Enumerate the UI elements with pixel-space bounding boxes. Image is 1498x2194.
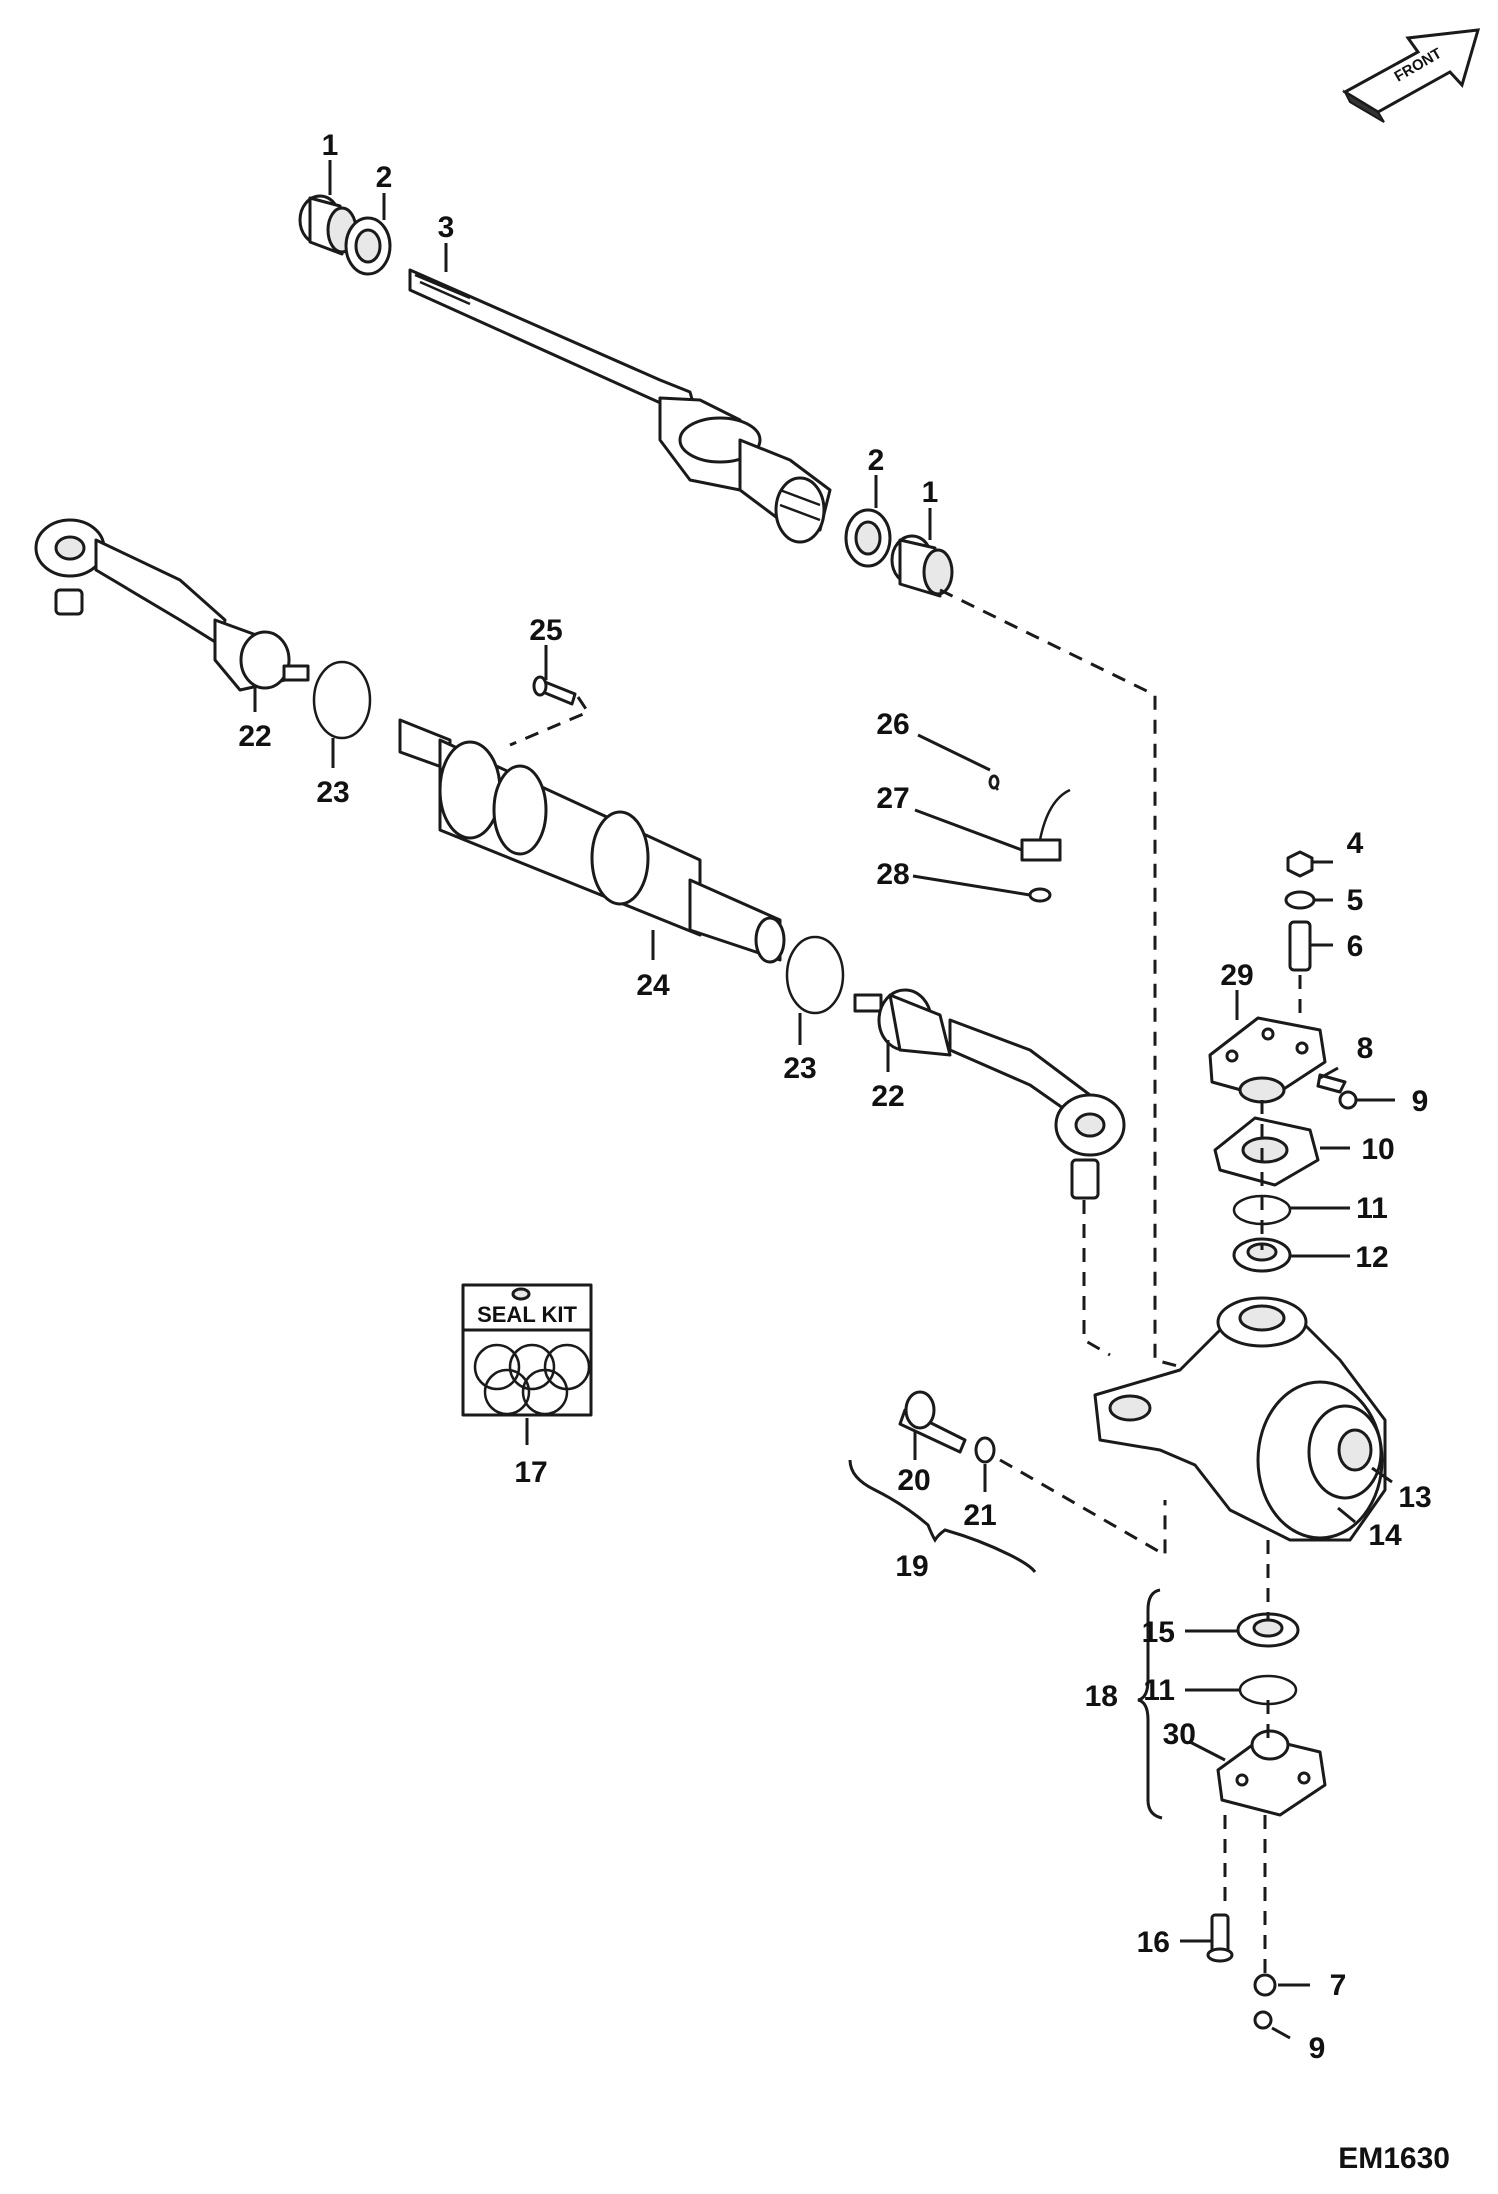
callout-12: 12 (1355, 1241, 1388, 1274)
callout-9a: 9 (1412, 1085, 1429, 1118)
part-29-upper-cap (1208, 1016, 1327, 1104)
callout-16: 16 (1137, 1926, 1170, 1959)
grease-fitting-group (988, 774, 1071, 903)
part-2-seal-lower (844, 508, 892, 568)
callout-1b: 1 (922, 476, 939, 509)
part-30-lower-cap (1216, 1729, 1327, 1817)
seal-kit-rings (473, 1343, 591, 1416)
callout-13: 13 (1398, 1481, 1431, 1514)
callout-1a: 1 (322, 129, 339, 162)
tie-rod-end-right (948, 1018, 1126, 1200)
part-8-fitting (1316, 1073, 1347, 1094)
part-6-stud (1288, 920, 1312, 972)
part-3-axle-shaft (408, 268, 832, 544)
seal-kit-box: SEAL KIT (461, 1283, 593, 1417)
callout-leaders (253, 160, 1395, 2040)
callout-14: 14 (1368, 1519, 1402, 1552)
part-22-inner-joint-left (213, 618, 310, 692)
callout-27: 27 (876, 782, 909, 815)
callout-11a: 11 (1356, 1192, 1388, 1225)
callout-4: 4 (1347, 827, 1364, 860)
part-1-bushing-lower (890, 534, 954, 598)
callout-23b: 23 (783, 1052, 816, 1085)
callout-30: 30 (1163, 1718, 1196, 1751)
lower-kingpin-stack (1206, 1612, 1327, 2030)
callout-23a: 23 (316, 776, 349, 809)
assembly-dashed-lines (509, 588, 1302, 1975)
callout-24: 24 (636, 969, 670, 1002)
callout-2a: 2 (376, 161, 393, 194)
callout-7: 7 (1330, 1969, 1347, 2002)
callout-26: 26 (876, 708, 909, 741)
callout-25: 25 (529, 614, 562, 647)
tie-rod-end-left (34, 518, 227, 647)
callout-19: 19 (895, 1550, 928, 1583)
part-23-o-ring-left (312, 660, 372, 740)
callout-22b: 22 (871, 1080, 904, 1113)
bolt-group-19 (898, 1390, 996, 1464)
group-brackets (848, 1459, 1163, 1820)
part-16-bolt (1206, 1913, 1234, 1963)
callout-21: 21 (963, 1499, 996, 1532)
part-11-o-ring-lower (1238, 1674, 1298, 1706)
callout-20: 20 (897, 1464, 930, 1497)
part-23-o-ring-right (785, 935, 845, 1015)
part-22-inner-joint-right (853, 988, 952, 1057)
callout-8: 8 (1357, 1032, 1374, 1065)
callout-9b: 9 (1309, 2032, 1326, 2065)
steering-knuckle (1093, 1296, 1387, 1542)
callout-11b: 11 (1143, 1674, 1175, 1707)
callout-22a: 22 (238, 720, 271, 753)
callout-29: 29 (1220, 959, 1253, 992)
callout-17: 17 (514, 1456, 547, 1489)
seal-kit-label: SEAL KIT (477, 1302, 577, 1327)
part-4-nut (1286, 850, 1314, 878)
callout-28: 28 (876, 858, 909, 891)
part-5-washer (1284, 890, 1316, 910)
callout-18: 18 (1085, 1680, 1118, 1713)
part-2-seal-upper (344, 216, 392, 276)
callout-6: 6 (1347, 930, 1364, 963)
callout-2b: 2 (868, 444, 885, 477)
part-7-fitting (1253, 1973, 1277, 1997)
callout-numbers: 1 2 3 2 1 25 22 23 24 23 22 26 27 28 4 5… (238, 129, 1431, 2065)
part-12-bearing-upper (1232, 1237, 1292, 1273)
part-9-cap-lower (1253, 2010, 1273, 2030)
part-15-bearing-lower (1236, 1612, 1300, 1648)
steering-cylinder-assembly (34, 518, 1126, 1200)
callout-3: 3 (438, 211, 455, 244)
callout-10: 10 (1361, 1133, 1394, 1166)
figure-id: EM1630 (1338, 2142, 1450, 2175)
callout-15: 15 (1142, 1616, 1175, 1649)
part-24-cylinder (398, 718, 786, 964)
callout-5: 5 (1347, 884, 1364, 917)
part-1-bushing-upper (298, 194, 358, 256)
part-9-cap-upper (1338, 1090, 1358, 1110)
axle-shaft-assembly (298, 194, 954, 598)
part-25-bolt (532, 675, 577, 706)
part-10-gasket (1213, 1116, 1320, 1187)
front-direction-arrow: FRONT (1341, 28, 1481, 123)
